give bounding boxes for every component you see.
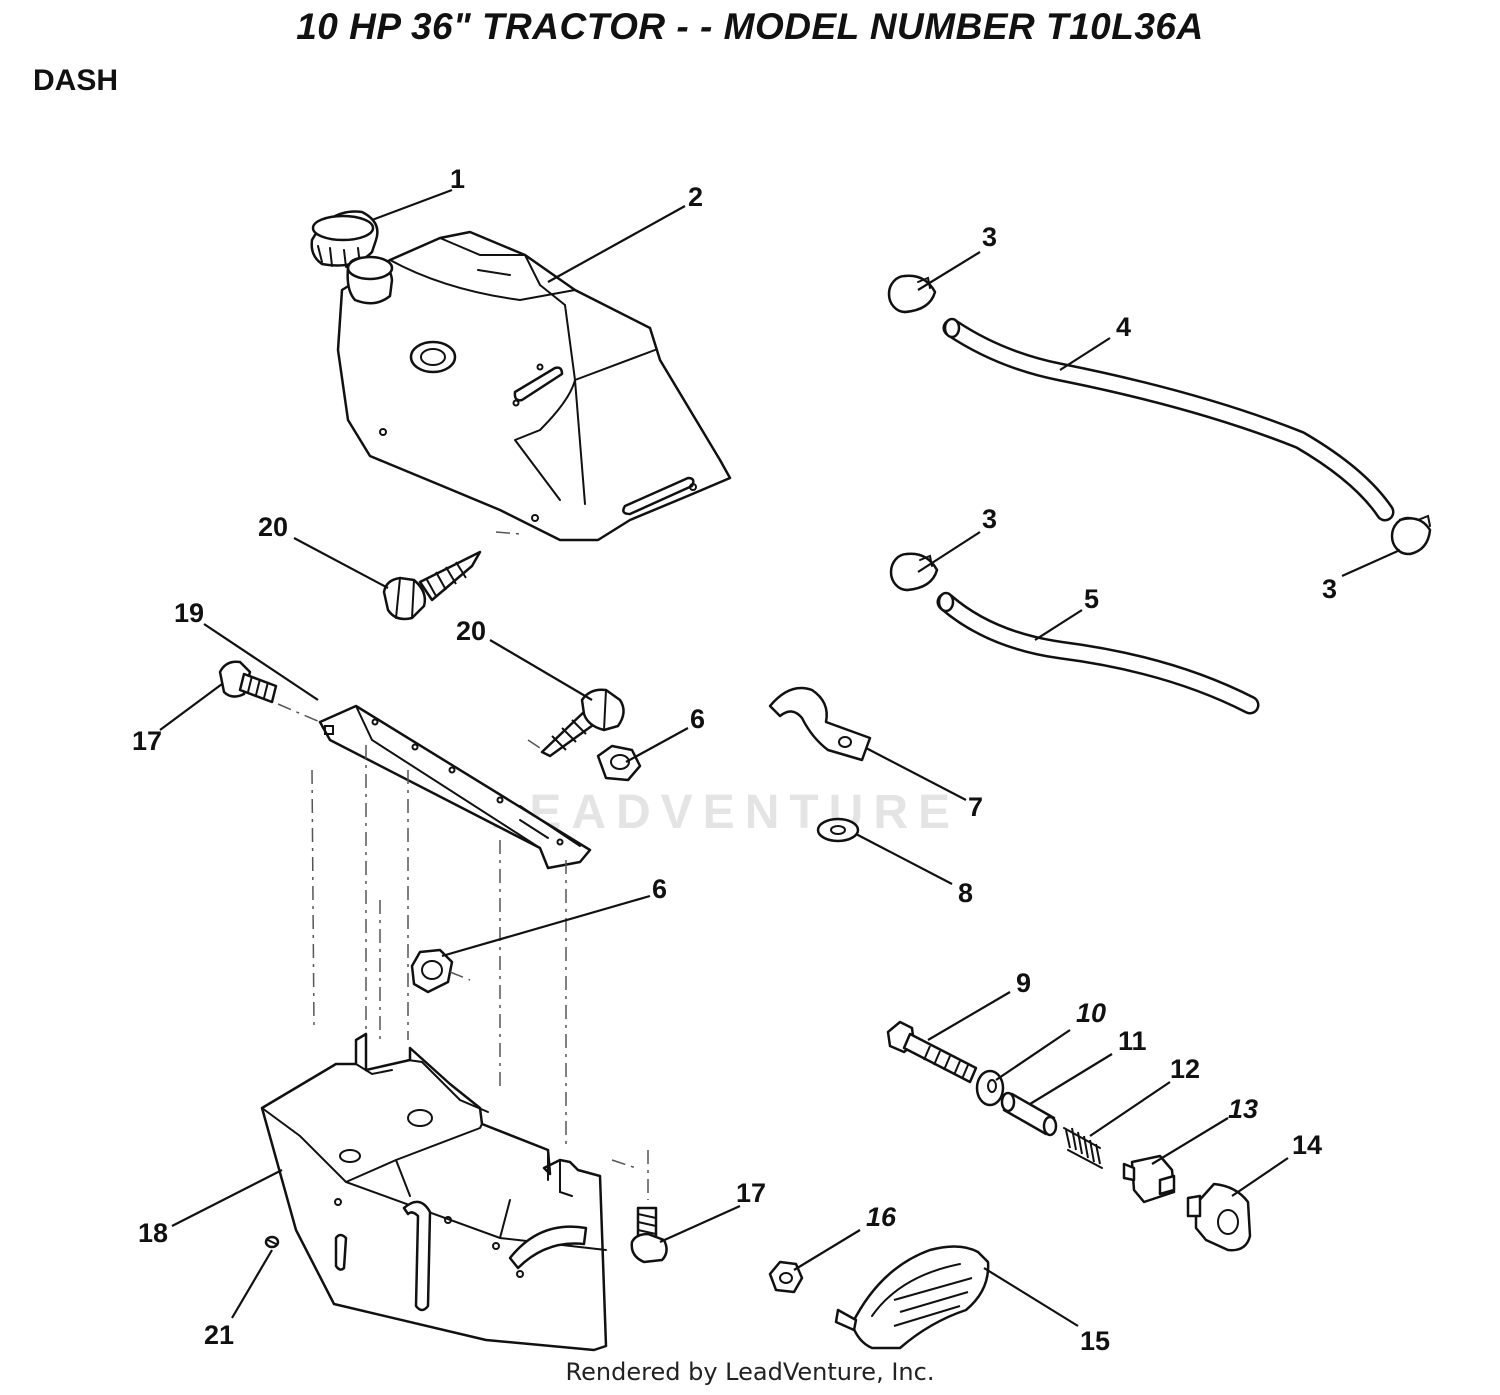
callout-3-middle: 3 [982, 504, 997, 534]
part-5-fuel-line[interactable] [936, 591, 1260, 715]
callout-numbers: 1 2 3 4 3 3 5 20 20 19 17 6 7 8 6 9 10 1… [132, 164, 1337, 1356]
part-14-throttle-lever[interactable] [1186, 1182, 1252, 1252]
part-13-throttle-knob[interactable] [1122, 1154, 1176, 1204]
part-3-hose-clamp-right[interactable] [1390, 514, 1432, 556]
watermark-text: LEADVENTURE [490, 786, 961, 839]
callout-3-right: 3 [1322, 574, 1337, 604]
part-4-fuel-line[interactable] [942, 317, 1395, 522]
part-6-nut-lower[interactable] [410, 948, 471, 994]
callout-17-lower: 17 [736, 1178, 766, 1208]
callout-16: 16 [866, 1202, 897, 1232]
diagram-title: 10 HP 36" TRACTOR - - MODEL NUMBER T10L3… [296, 6, 1204, 47]
part-20-screw-lower[interactable] [540, 688, 625, 758]
callout-9: 9 [1016, 968, 1031, 998]
callout-19: 19 [174, 598, 204, 628]
callout-20-lower: 20 [456, 616, 486, 646]
callout-10: 10 [1076, 998, 1106, 1028]
callout-leader-lines [159, 188, 1401, 1327]
callout-1: 1 [450, 164, 465, 194]
part-11-spacer[interactable] [1000, 1091, 1058, 1137]
callout-7: 7 [968, 792, 983, 822]
part-21-screw[interactable] [264, 1235, 280, 1249]
part-2-fuel-tank[interactable] [336, 230, 732, 542]
callout-6-lower: 6 [652, 874, 667, 904]
part-10-washer[interactable] [975, 1069, 1005, 1107]
part-9-bolt[interactable] [886, 1020, 978, 1084]
callout-18: 18 [138, 1218, 168, 1248]
callout-17-upper: 17 [132, 726, 162, 756]
part-17-bolt-lower[interactable] [630, 1206, 668, 1264]
part-3-hose-clamp-middle[interactable] [889, 552, 939, 592]
callout-5: 5 [1084, 584, 1099, 614]
part-3-hose-clamp-top[interactable] [887, 274, 937, 314]
callout-3-top: 3 [982, 222, 997, 252]
part-7-line-clip[interactable] [768, 686, 872, 762]
part-6-nut-upper[interactable] [596, 744, 642, 782]
callout-14: 14 [1292, 1130, 1322, 1160]
part-19-dash-bracket[interactable] [318, 704, 592, 870]
section-label: DASH [33, 64, 119, 97]
part-12-spring[interactable] [1063, 1127, 1103, 1169]
callout-13: 13 [1228, 1094, 1258, 1124]
callout-21: 21 [204, 1320, 234, 1350]
footer-credit: Rendered by LeadVenture, Inc. [565, 1358, 935, 1386]
part-20-screw-upper[interactable] [382, 550, 482, 621]
callout-11: 11 [1118, 1026, 1147, 1056]
part-1-fuel-cap[interactable] [310, 210, 379, 268]
callout-20-upper: 20 [258, 512, 288, 542]
part-15-throttle-quadrant[interactable] [834, 1245, 990, 1350]
part-8-washer[interactable] [816, 817, 860, 843]
assembly-alignment-lines [277, 531, 649, 1200]
callout-6-upper: 6 [690, 704, 705, 734]
part-18-dash-panel[interactable] [260, 1032, 608, 1352]
part-16-nut[interactable] [768, 1260, 804, 1294]
callout-2: 2 [688, 182, 703, 212]
callout-4: 4 [1116, 312, 1131, 342]
callout-12: 12 [1170, 1054, 1200, 1084]
callout-15: 15 [1080, 1326, 1110, 1356]
callout-8: 8 [958, 878, 973, 908]
part-17-bolt-upper[interactable] [218, 660, 278, 704]
